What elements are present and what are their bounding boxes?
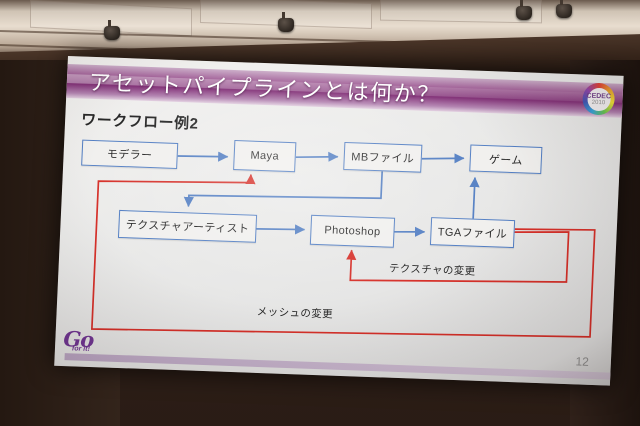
edge-maya-to-mbfile [295,151,339,162]
red-edges [90,173,596,338]
annotation-mesh-change: メッシュの変更 [256,305,334,321]
ceiling-spotlight-icon [516,0,532,20]
node-mbfile[interactable]: MBファイル [343,141,423,173]
node-texture-artist[interactable]: テクスチャアーティスト [117,209,258,243]
workflow-diagram [90,151,596,338]
node-tgafile-label: TGAファイル [437,226,508,241]
edge-photoshop-to-tgafile [394,226,426,237]
node-texture-artist-label: テクスチャアーティスト [125,219,250,236]
go-for-it-logo: Go for it! [63,326,94,353]
node-maya-label: Maya [250,149,280,163]
node-tgafile[interactable]: TGAファイル [429,217,516,249]
blue-edges [177,151,480,237]
slide: アセットパイプラインとは何か？ CEDEC 2010 ワークフロー例2 [54,56,624,386]
edge-mbfile-to-texartist [183,171,384,208]
node-modeler[interactable]: モデラー [81,139,179,169]
edge-mbfile-to-game [421,153,465,164]
node-maya[interactable]: Maya [233,140,297,173]
node-game[interactable]: ゲーム [469,144,543,175]
projection-screen: アセットパイプラインとは何か？ CEDEC 2010 ワークフロー例2 [54,56,624,386]
ceiling-spotlight-icon [104,20,120,40]
edge-modeler-to-maya [177,151,229,162]
ceiling-spotlight-icon [556,0,572,18]
node-photoshop-label: Photoshop [324,224,381,239]
edge-tgafile-to-photoshop-texture-change [346,231,570,283]
node-mbfile-label: MBファイル [351,151,415,166]
edge-tgafile-to-maya-mesh-change [90,173,596,338]
edge-texartist-to-photoshop [256,224,306,235]
node-photoshop[interactable]: Photoshop [309,214,396,248]
node-game-label: ゲーム [488,153,523,167]
ceiling-spotlight-icon [278,12,294,32]
node-modeler-label: モデラー [106,148,153,163]
slide-page-number: 12 [575,354,590,369]
annotation-texture-change: テクスチャの変更 [388,262,476,278]
edge-tgafile-to-game [469,176,480,219]
